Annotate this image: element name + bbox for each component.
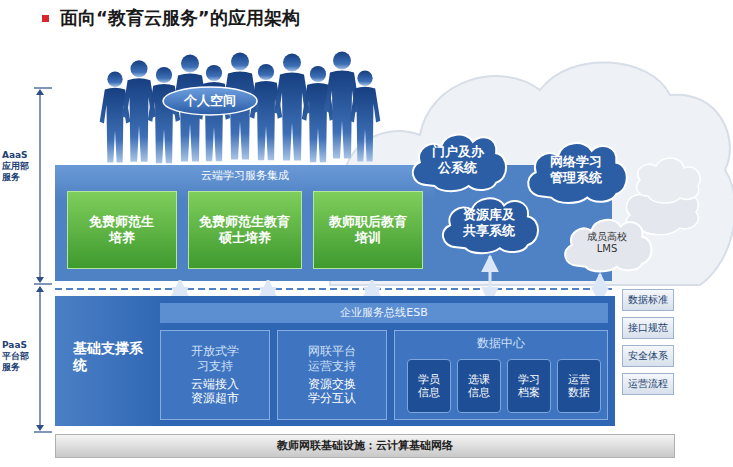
node-title: 成员高校LMS — [586, 231, 629, 255]
space-ellipse: 个人空间 — [162, 86, 258, 116]
spec-box: 运营流程 — [622, 373, 674, 395]
node-title: 云端学习服务集成 — [201, 169, 289, 182]
layer-divider — [55, 288, 612, 290]
layer-label: PaaS 平台部服务 — [2, 340, 36, 372]
node-title: 网络学习管理系统 — [548, 154, 604, 185]
data-box: 学员信息 — [407, 359, 451, 413]
node-title: 开放式学习支持 — [189, 344, 241, 373]
node-title: 学习档案 — [516, 373, 541, 399]
node-title: 运营数据 — [566, 373, 591, 399]
support-box: 网联平台运营支持资源交换 学分互认 — [277, 330, 387, 420]
support-panel: 基础支撑系统企业服务总线ESB开放式学习支持云端接入 资源超市网联平台运营支持资… — [55, 296, 615, 426]
node-title: 选课信息 — [466, 373, 491, 399]
deco-cloud — [637, 158, 700, 203]
ellipse-outline — [163, 87, 257, 115]
program-box: 免费师范生培养 — [67, 191, 177, 269]
cloud-outline — [413, 135, 506, 192]
node-title: 安全体系 — [628, 350, 668, 362]
node-title: 免费师范生培养 — [88, 214, 157, 245]
layer-bracket — [34, 88, 52, 432]
program-box: 免费师范生教育硕士培养 — [188, 191, 302, 269]
program-box: 教师职后教育培训 — [313, 191, 423, 269]
system-cloud: 资源库及共享系统 — [435, 190, 543, 256]
support-box: 开放式学习支持云端接入 资源超市 — [160, 330, 270, 420]
node-title: 数据标准 — [628, 294, 668, 306]
node-body: 云端接入 资源超市 — [189, 377, 241, 406]
title: 面向“教育云服务”的应用架构 — [60, 6, 300, 30]
node-title: 免费师范生教育硕士培养 — [198, 214, 293, 245]
spec-box: 安全体系 — [622, 345, 674, 367]
layer-label: AaaS 应用部服务 — [2, 150, 36, 182]
spec-box: 数据标准 — [622, 289, 674, 311]
node-title: 个人空间 — [184, 93, 236, 109]
data-box: 选课信息 — [457, 359, 501, 413]
infrastructure-bar: 教师网联基础设施：云计算基础网络 — [55, 434, 675, 458]
node-body: 资源交换 学分互认 — [306, 377, 358, 406]
node-title: 企业服务总线ESB — [340, 306, 427, 319]
cloud-outline — [565, 220, 651, 272]
layer-divider — [55, 286, 612, 288]
node-title: 资源库及共享系统 — [461, 207, 517, 238]
node-title: 教师职后教育培训 — [327, 214, 409, 245]
esb-bar: 企业服务总线ESB — [160, 303, 608, 323]
bracket-arrow — [36, 89, 44, 431]
data-center: 数据中心学员信息选课信息学习档案运营数据 — [394, 330, 608, 420]
node-title: 学员信息 — [416, 373, 441, 399]
spec-box: 接口规范 — [622, 317, 674, 339]
cloud-outline — [528, 143, 627, 203]
node-title: 数据中心 — [477, 336, 525, 350]
lms-cloud: 成员高校LMS — [558, 212, 656, 274]
node-title: 门户及办公系统 — [430, 144, 486, 175]
system-cloud: 门户及办公系统 — [405, 126, 511, 194]
people-silhouettes — [100, 52, 381, 164]
system-cloud: 网络学习管理系统 — [520, 134, 632, 206]
node-title: 基础支撑系统 — [65, 340, 153, 374]
node-title: 教师网联基础设施：云计算基础网络 — [277, 439, 453, 452]
cloud-outline — [443, 198, 538, 253]
bullet — [42, 15, 49, 22]
node-title: 网联平台运营支持 — [306, 344, 358, 373]
node-title: 运营流程 — [628, 378, 668, 390]
node-title: 接口规范 — [628, 322, 668, 334]
service-group: 云端学习服务集成免费师范生培养 免费师范生教育硕士培养 教师职后教育培训 — [55, 165, 435, 280]
data-box: 学习档案 — [507, 359, 551, 413]
data-box: 运营数据 — [557, 359, 601, 413]
